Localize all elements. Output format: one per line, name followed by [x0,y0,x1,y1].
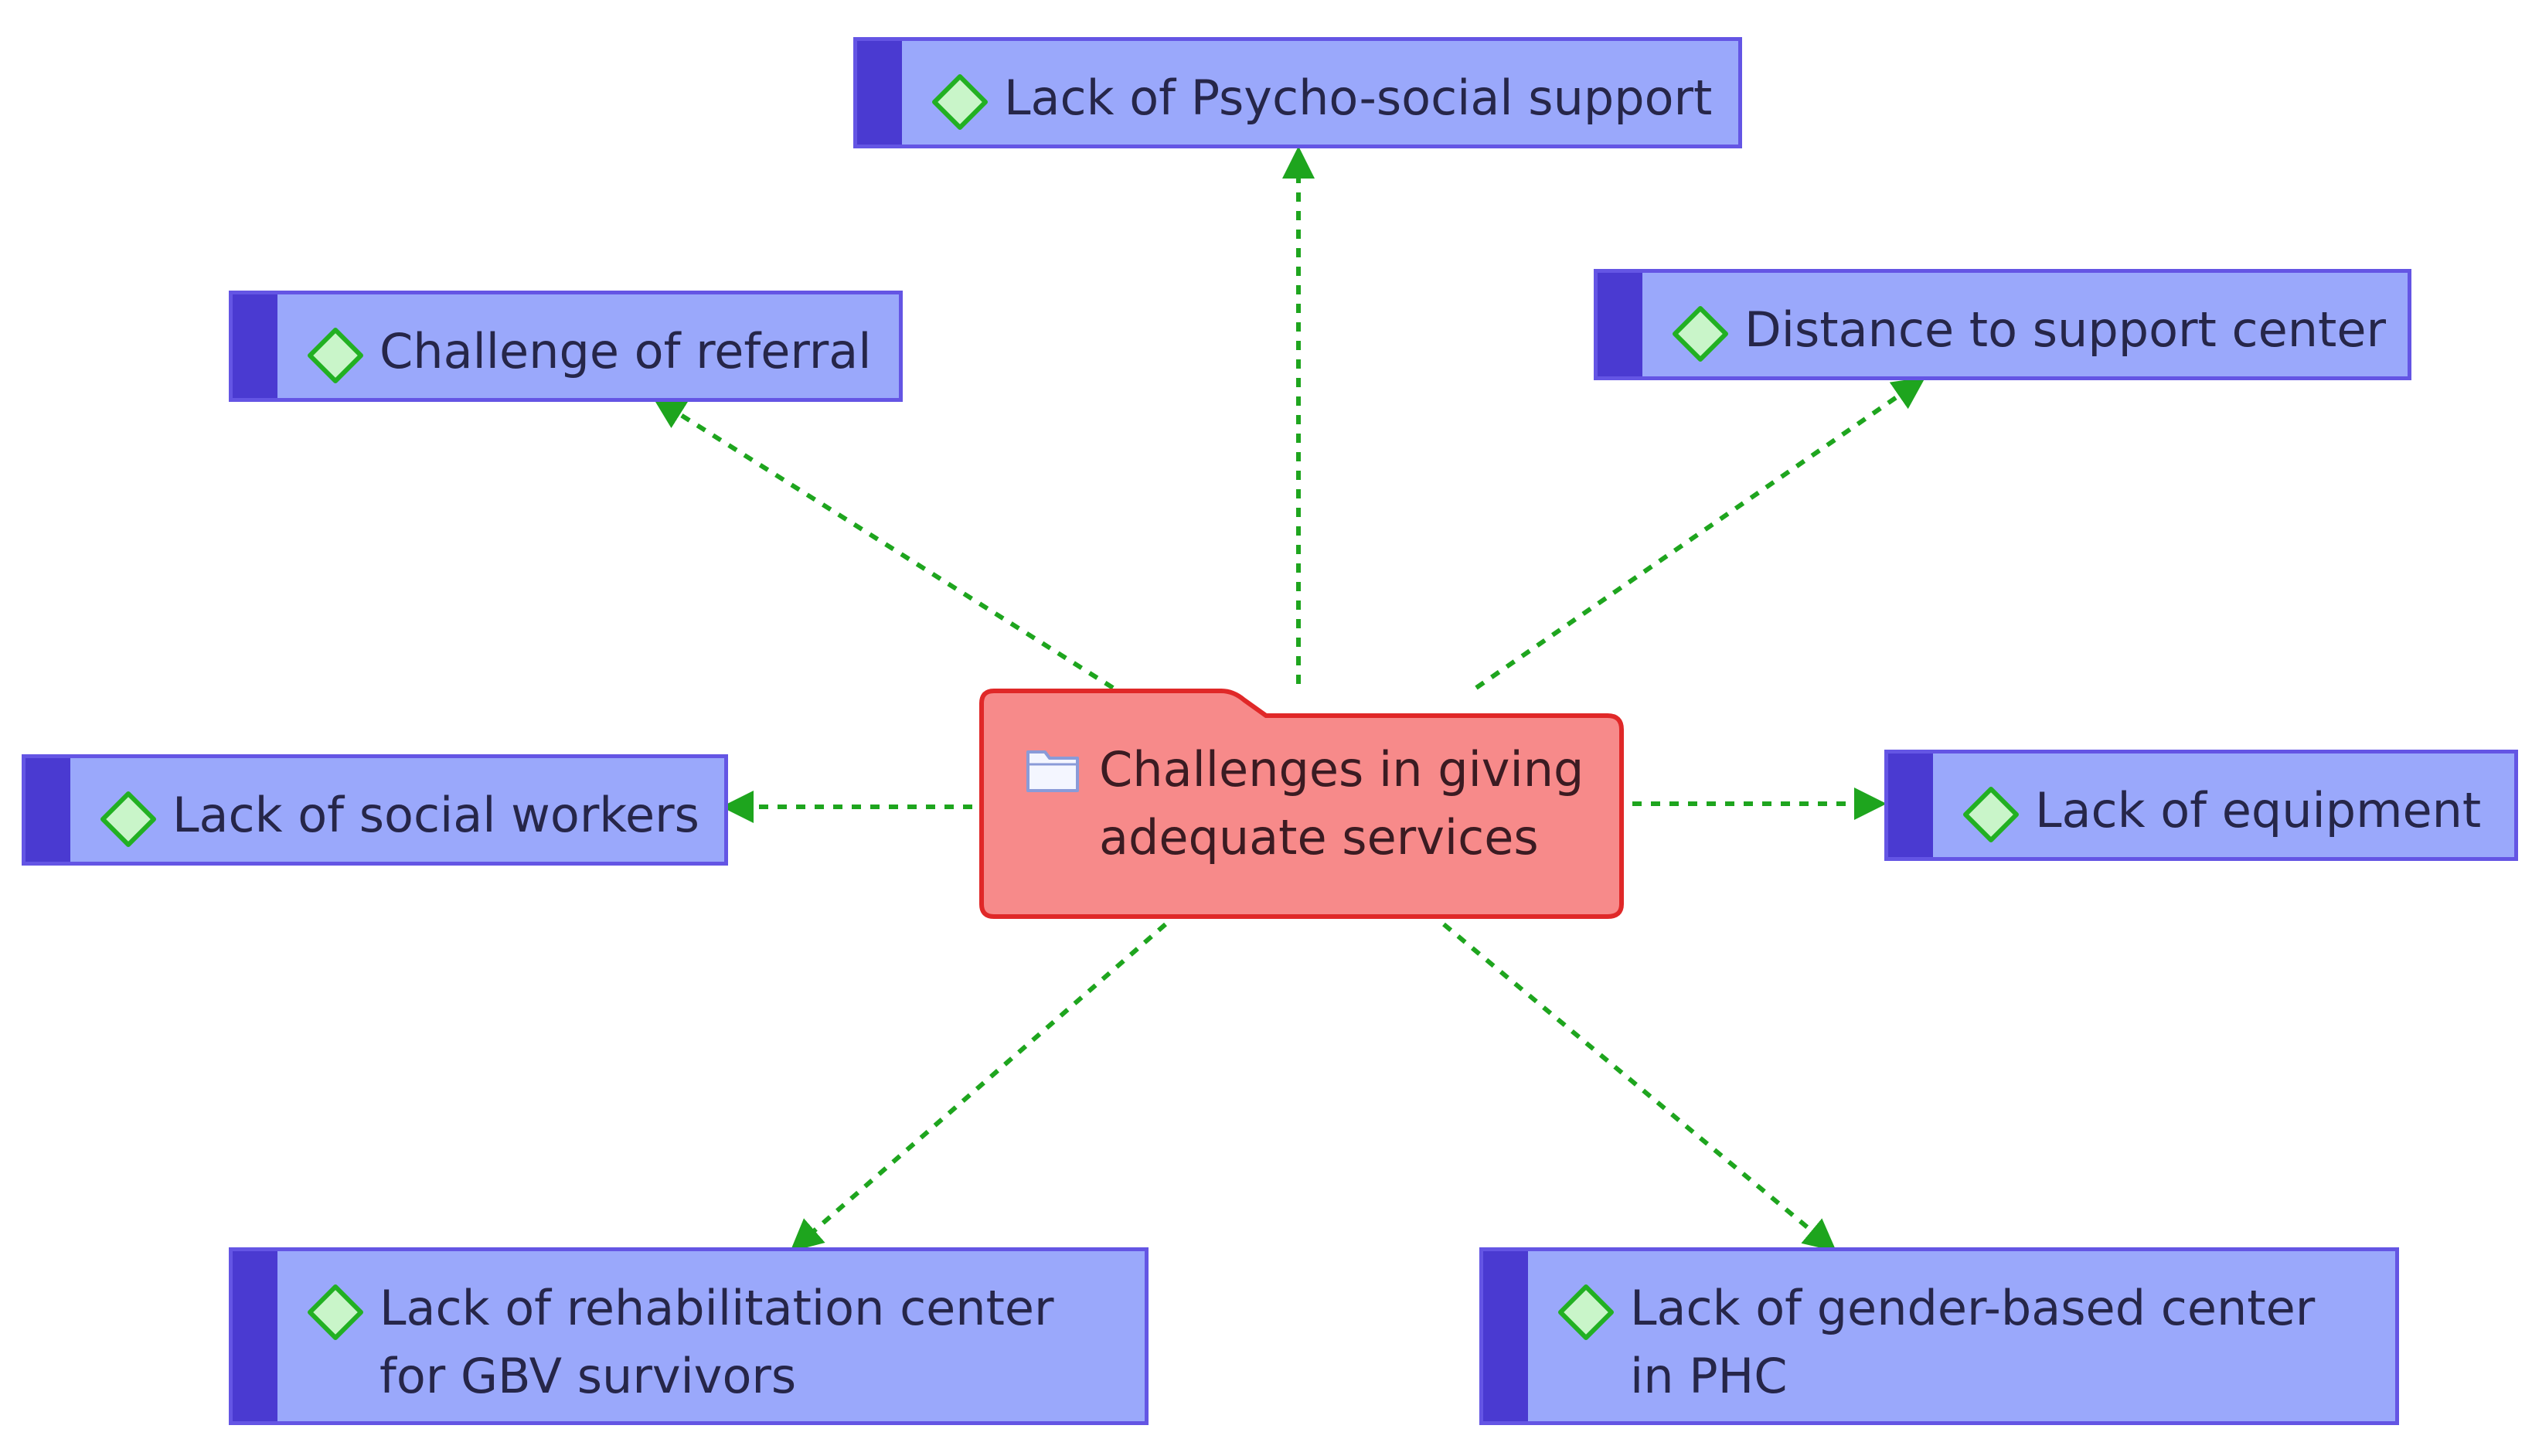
node-lack-of-social-workers[interactable]: Lack of social workers [22,754,728,866]
node-lack-of-gender-based-center[interactable]: Lack of gender-based center in PHC [1479,1247,2399,1425]
connector-distance [1475,377,1926,690]
node-accent-bar [1483,1251,1528,1421]
diamond-icon [1963,787,2019,842]
node-accent-bar [233,1251,277,1421]
node-lack-of-rehabilitation-center[interactable]: Lack of rehabilitation center for GBV su… [229,1247,1149,1425]
connector-rehab [790,922,1167,1252]
node-accent-bar [1598,273,1642,376]
folder-icon [1026,750,1079,792]
node-lack-of-equipment[interactable]: Lack of equipment [1884,750,2518,861]
central-topic-label: Challenges in giving adequate services [1099,741,1584,866]
diamond-icon [932,74,988,130]
node-accent-bar [233,294,277,398]
connector-referral [652,396,1115,690]
node-challenge-of-referral[interactable]: Challenge of referral [229,291,903,402]
node-label: Lack of rehabilitation center for GBV su… [379,1280,1054,1404]
diamond-icon [1673,306,1728,362]
diamond-icon [308,1284,363,1340]
connector-gender [1442,922,1837,1252]
node-accent-bar [26,758,70,862]
node-accent-bar [1888,754,1933,857]
diamond-icon [100,791,156,847]
node-distance-to-support-center[interactable]: Distance to support center [1594,269,2411,380]
node-label: Challenge of referral [379,323,872,379]
node-label: Distance to support center [1744,301,2386,358]
diamond-icon [1558,1284,1614,1340]
node-label: Lack of Psycho-social support [1004,70,1713,126]
diamond-icon [308,328,363,383]
central-topic[interactable]: Challenges in giving adequate services [978,688,1625,920]
node-accent-bar [857,41,902,145]
node-label: Lack of social workers [172,787,699,843]
node-label: Lack of gender-based center in PHC [1630,1280,2316,1404]
folder-shape [979,689,1624,919]
node-label: Lack of equipment [2035,782,2482,839]
node-psycho-social-support[interactable]: Lack of Psycho-social support [853,37,1742,148]
